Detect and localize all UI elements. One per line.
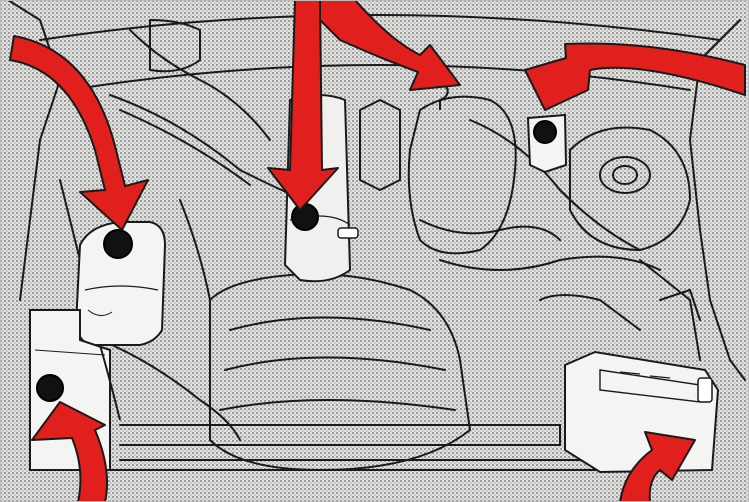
coolant-reservoir [76,222,165,345]
oil-filler-marker [292,204,318,230]
coolant-reservoir-marker [104,230,132,258]
washer-reservoir-marker [37,375,63,401]
brake-fluid-marker [534,121,556,143]
battery [565,352,718,472]
brake-fluid-reservoir [528,115,566,172]
